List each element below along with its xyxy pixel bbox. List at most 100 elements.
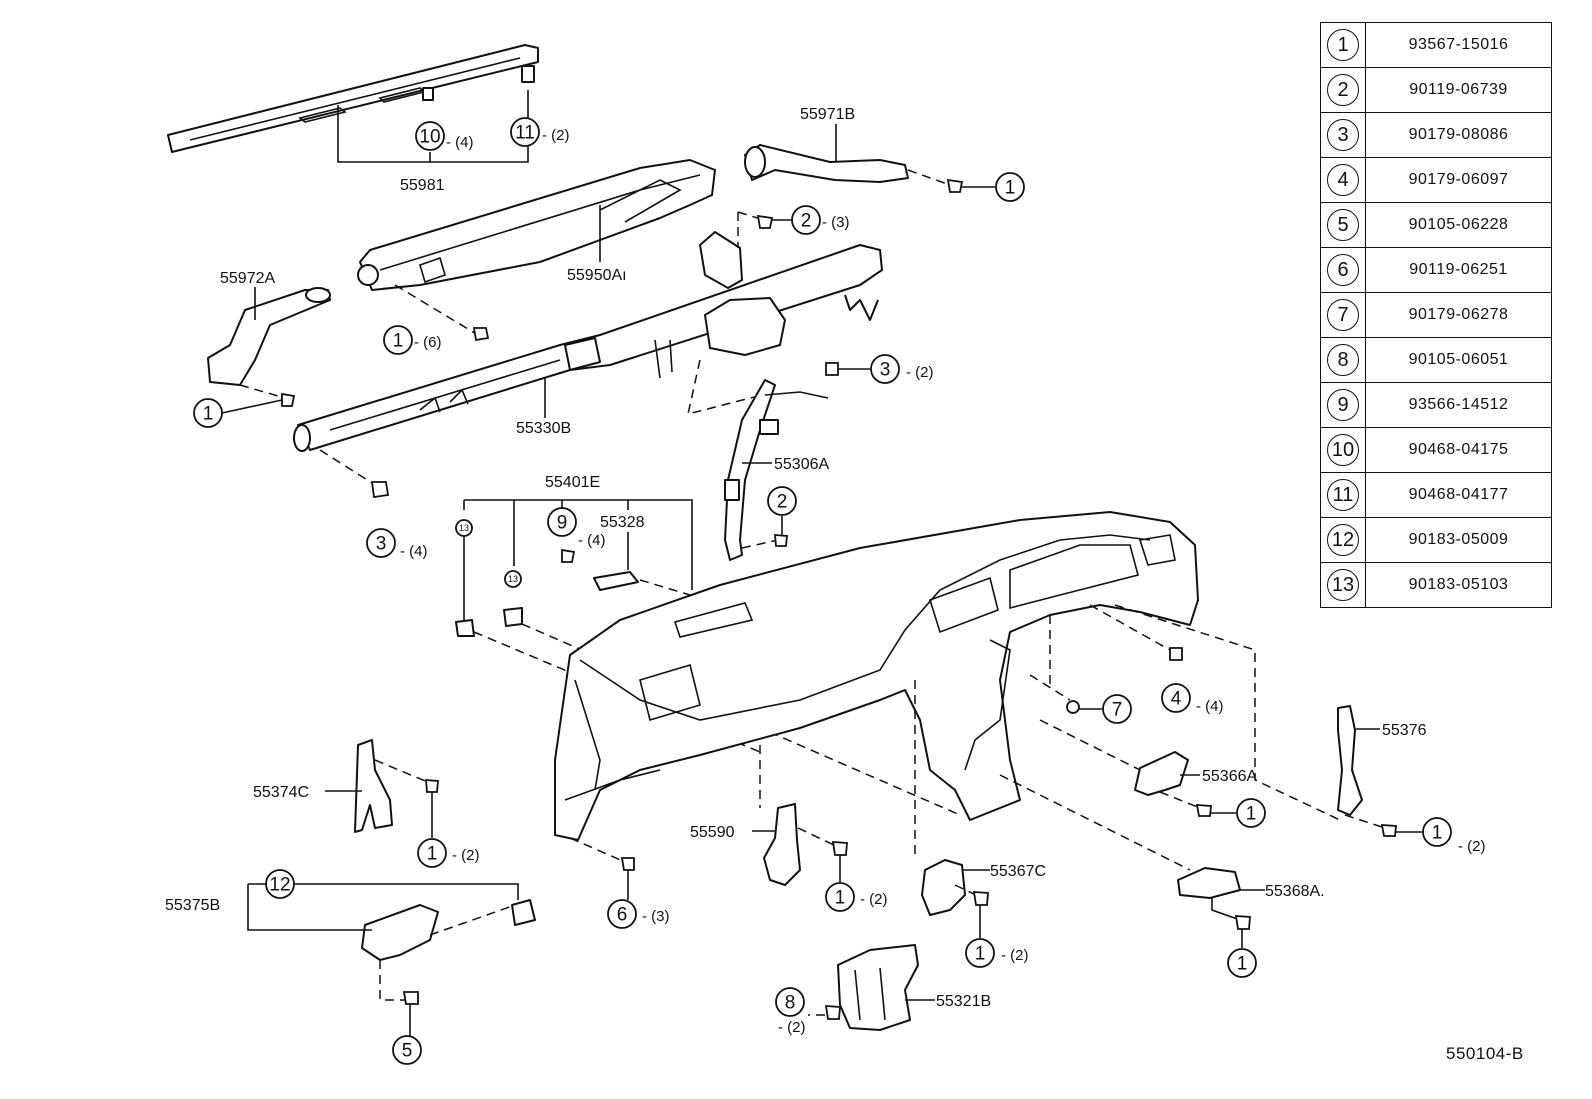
callout-7: 7 bbox=[1102, 694, 1132, 724]
key-cell: 6 bbox=[1320, 247, 1366, 293]
clip-13-b: 13 bbox=[504, 570, 522, 588]
qty-3-left: - (4) bbox=[400, 543, 428, 560]
label-55330B: 55330B bbox=[516, 420, 571, 437]
callout-3-left: 3 bbox=[366, 528, 396, 558]
part-number-cell: 90119-06251 bbox=[1365, 247, 1552, 293]
key-number: 12 bbox=[1327, 524, 1359, 556]
key-number: 10 bbox=[1327, 434, 1359, 466]
key-number: 6 bbox=[1327, 254, 1359, 286]
key-number: 13 bbox=[1327, 569, 1359, 601]
part-number-cell: 90105-06051 bbox=[1365, 337, 1552, 383]
bracket-55321B-part bbox=[837, 944, 919, 1031]
svg-text:1: 1 bbox=[427, 844, 438, 865]
key-number: 2 bbox=[1327, 74, 1359, 106]
callout-6: 6 bbox=[607, 899, 637, 929]
qty-1-55950: - (6) bbox=[414, 334, 442, 351]
key-number: 5 bbox=[1327, 209, 1359, 241]
qty-1-55367: - (2) bbox=[1001, 947, 1029, 964]
callout-8: 8 bbox=[775, 987, 805, 1017]
qty-9: - (4) bbox=[578, 532, 606, 549]
callout-12: 12 bbox=[265, 869, 295, 899]
label-55401E: 55401E bbox=[545, 474, 600, 491]
label-55374C: 55374C bbox=[253, 784, 309, 801]
key-cell: 8 bbox=[1320, 337, 1366, 383]
key-number: 9 bbox=[1327, 389, 1359, 421]
qty-6: - (3) bbox=[642, 908, 670, 925]
svg-text:1: 1 bbox=[975, 944, 986, 965]
key-cell: 13 bbox=[1320, 562, 1366, 608]
key-cell: 12 bbox=[1320, 517, 1366, 563]
part-number-cell: 90183-05103 bbox=[1365, 562, 1552, 608]
part-number-cell: 90468-04177 bbox=[1365, 472, 1552, 518]
label-55590: 55590 bbox=[690, 824, 735, 841]
callout-1-55374: 1 bbox=[417, 838, 447, 868]
key-cell: 5 bbox=[1320, 202, 1366, 248]
svg-text:7: 7 bbox=[1112, 700, 1123, 721]
key-cell: 2 bbox=[1320, 67, 1366, 113]
callout-9: 9 bbox=[547, 507, 577, 537]
callout-1-55367: 1 bbox=[965, 938, 995, 968]
part-number-cell: 90105-06228 bbox=[1365, 202, 1552, 248]
part-number-cell: 90119-06739 bbox=[1365, 67, 1552, 113]
callout-1-55971: 1 bbox=[995, 172, 1025, 202]
key-cell: 7 bbox=[1320, 292, 1366, 338]
part-number-cell: 90179-06278 bbox=[1365, 292, 1552, 338]
callout-1-55366: 1 bbox=[1236, 798, 1266, 828]
key-cell: 9 bbox=[1320, 382, 1366, 428]
callout-10: 10 bbox=[415, 121, 445, 151]
key-cell: 11 bbox=[1320, 472, 1366, 518]
qty-1-55376: - (2) bbox=[1458, 838, 1486, 855]
heater-duct-part bbox=[357, 159, 716, 291]
part-number-cell: 90179-08086 bbox=[1365, 112, 1552, 158]
key-number: 3 bbox=[1327, 119, 1359, 151]
callout-2-mid: 2 bbox=[767, 486, 797, 516]
clip-13-a: 13 bbox=[455, 519, 473, 537]
defroster-garnish-part bbox=[167, 44, 539, 153]
svg-text:13: 13 bbox=[459, 523, 469, 533]
qty-2-top: - (3) bbox=[822, 214, 850, 231]
callout-1-55590: 1 bbox=[825, 882, 855, 912]
key-number: 11 bbox=[1327, 479, 1359, 511]
part-number-cell: 90183-05009 bbox=[1365, 517, 1552, 563]
svg-text:1: 1 bbox=[393, 331, 404, 352]
qty-3-right: - (2) bbox=[906, 364, 934, 381]
callout-1-55368: 1 bbox=[1227, 948, 1257, 978]
key-cell: 1 bbox=[1320, 22, 1366, 68]
qty-8: - (2) bbox=[778, 1019, 806, 1036]
callout-1-55376: 1 bbox=[1422, 817, 1452, 847]
qty-1-55590: - (2) bbox=[860, 891, 888, 908]
brace-part bbox=[724, 379, 829, 561]
label-55981: 55981 bbox=[400, 177, 445, 194]
callout-3-right: 3 bbox=[870, 354, 900, 384]
svg-text:4: 4 bbox=[1171, 689, 1182, 710]
callout-11: 11 bbox=[510, 117, 540, 147]
label-55972A: 55972A bbox=[220, 270, 275, 287]
bracket-55366A-part bbox=[1134, 751, 1189, 796]
svg-text:5: 5 bbox=[402, 1041, 413, 1062]
svg-text:11: 11 bbox=[515, 123, 535, 144]
svg-text:6: 6 bbox=[617, 905, 628, 926]
qty-10: - (4) bbox=[446, 134, 474, 151]
svg-text:1: 1 bbox=[203, 404, 214, 425]
bracket-55590-part bbox=[763, 803, 801, 886]
key-number: 1 bbox=[1327, 29, 1359, 61]
qty-1-55374: - (2) bbox=[452, 847, 480, 864]
instrument-panel-part bbox=[554, 511, 1199, 841]
callout-1-55972: 1 bbox=[193, 398, 223, 428]
svg-text:1: 1 bbox=[1432, 823, 1443, 844]
label-55306A: 55306A bbox=[774, 456, 829, 473]
svg-text:3: 3 bbox=[376, 534, 387, 555]
key-cell: 4 bbox=[1320, 157, 1366, 203]
bracket-55375B-part bbox=[361, 899, 536, 961]
part-number-cell: 90179-06097 bbox=[1365, 157, 1552, 203]
